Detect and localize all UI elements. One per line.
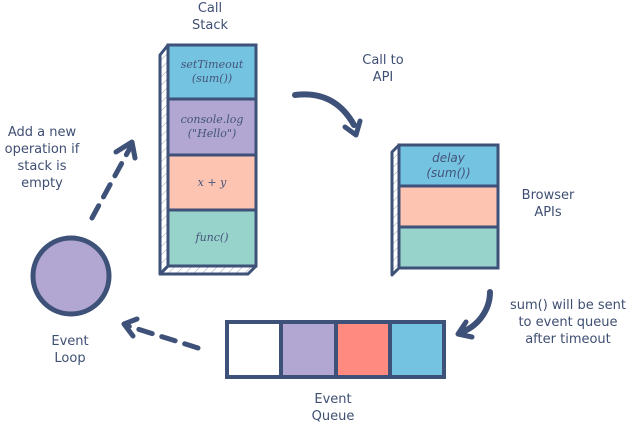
call-stack-frame-label: console.log ("Hello"): [180, 113, 244, 140]
browser-apis: [390, 143, 500, 277]
arrow-to-event-queue-icon: [455, 289, 493, 340]
event-queue-slot: [279, 320, 338, 379]
arrow-call-to-api-icon: [292, 91, 363, 138]
call-stack-title: Call Stack: [192, 1, 228, 33]
arrow-loop-to-stack-icon: [89, 139, 138, 221]
event-queue-title: Event Queue: [311, 392, 355, 424]
sent-to-queue-label: sum() will be sent to event queue after …: [509, 298, 627, 347]
event-queue: [225, 320, 446, 379]
call-stack-frame-label: x + y: [197, 175, 227, 189]
event-loop-title: Event Loop: [51, 334, 89, 366]
browser-api-slot: [397, 184, 500, 229]
call-to-api-label: Call to API: [362, 53, 404, 85]
call-stack-frame: [166, 43, 258, 101]
event-queue-slot: [225, 320, 283, 379]
event-queue-slot: [388, 320, 446, 379]
event-queue-slot: [334, 320, 392, 379]
browser-api-slot-label: delay (sum()): [426, 150, 471, 180]
browser-apis-title: Browser APIs: [521, 188, 575, 220]
call-stack-frame-label: setTimeout (sum()): [180, 58, 244, 85]
arrow-queue-to-loop-icon: [121, 316, 201, 351]
call-stack-frame-label: func(): [195, 231, 229, 244]
call-stack: [158, 43, 258, 276]
browser-api-slot: [397, 225, 500, 270]
event-loop-circle: [30, 235, 112, 317]
add-operation-label: Add a new operation if stack is empty: [4, 125, 80, 191]
call-stack-frame: [166, 208, 258, 268]
